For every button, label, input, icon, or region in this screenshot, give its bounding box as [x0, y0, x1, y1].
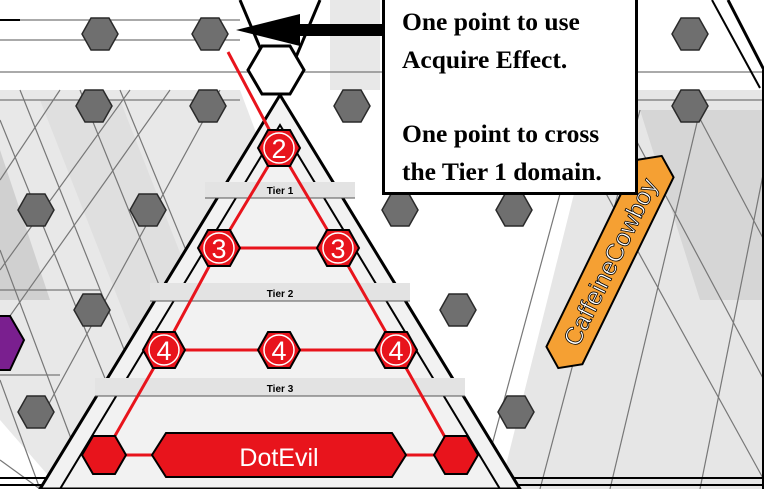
hex-spaces — [17, 17, 709, 429]
hex-space — [73, 293, 111, 327]
callout-line-4: the Tier 1 domain. — [402, 157, 602, 186]
cost-value: 4 — [156, 336, 171, 366]
cost-value: 3 — [330, 234, 345, 264]
cost-value: 4 — [388, 336, 403, 366]
hex-space — [191, 17, 229, 51]
domain-entry-hex — [246, 44, 306, 96]
cost-hex-tier3-left: 4 — [141, 331, 187, 369]
dotevil-player-base: DotEvil — [80, 432, 480, 478]
hex-space — [671, 89, 709, 123]
cost-hex-tier2-left: 3 — [196, 229, 242, 267]
hex-space — [17, 193, 55, 227]
cost-value: 4 — [271, 336, 286, 366]
hex-space — [439, 293, 477, 327]
cost-hex-tier2-right: 3 — [315, 229, 361, 267]
cost-hex-tier3-middle: 4 — [256, 331, 302, 369]
tier-domain-triangle — [0, 0, 522, 489]
cost-hex-tier3-right: 4 — [373, 331, 419, 369]
hex-space — [75, 89, 113, 123]
hex-space — [81, 17, 119, 51]
hex-space — [333, 89, 371, 123]
cost-hex-tier1: 2 — [256, 129, 302, 167]
hex-space — [497, 395, 535, 429]
hex-space — [671, 17, 709, 51]
tier-3-label: Tier 3 — [267, 384, 294, 395]
callout-line-1: One point to use — [402, 7, 580, 36]
hex-space — [129, 193, 167, 227]
callout-line-3: One point to cross — [402, 119, 600, 148]
hex-space — [17, 395, 55, 429]
callout-line-2: Acquire Effect. — [402, 45, 568, 74]
hex-space — [189, 89, 227, 123]
annotation-callout-box: One point to use Acquire Effect. One poi… — [382, 0, 638, 195]
left-player-marker — [0, 315, 26, 371]
tier-2-label: Tier 2 — [267, 289, 294, 300]
path-cost-hexes: 2 3 3 4 4 — [141, 129, 419, 369]
callout-arrow — [236, 14, 388, 46]
cost-value: 2 — [271, 134, 286, 164]
cost-value: 3 — [211, 234, 226, 264]
player-name-dotevil: DotEvil — [239, 444, 318, 472]
tier-1-label: Tier 1 — [267, 186, 294, 197]
